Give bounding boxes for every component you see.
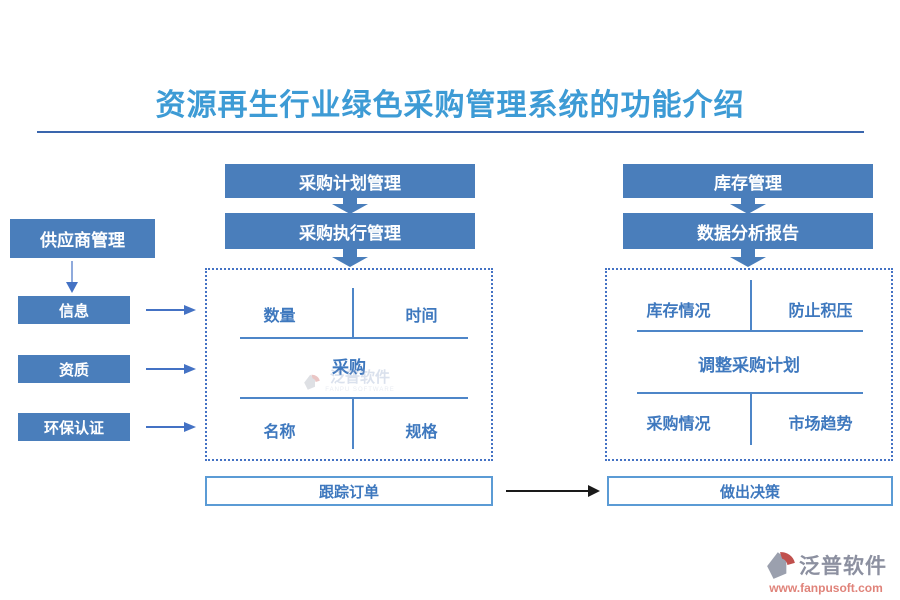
- procurement-exec-box: 采购执行管理: [225, 213, 475, 249]
- panel-divider: [637, 330, 863, 332]
- watermark-subtext: FANPU SOFTWARE: [325, 387, 395, 393]
- inventory-box: 库存管理: [623, 164, 873, 198]
- flow-arrow-icon: [506, 485, 600, 497]
- page-title: 资源再生行业绿色采购管理系统的功能介绍: [155, 89, 745, 122]
- panel-label-prevent-overstock: 防止积压: [788, 303, 853, 320]
- inventory-detail-panel: 库存情况 防止积压 调整采购计划 采购情况 市场趋势: [605, 268, 893, 461]
- brand-name: 泛普软件: [799, 555, 887, 578]
- supplier-item-qualification: 资质: [18, 355, 130, 383]
- panel-label-market-trends: 市场趋势: [788, 416, 853, 433]
- watermark-text: 泛普软件: [329, 369, 390, 386]
- panel-divider: [240, 397, 468, 399]
- panel-label-procurement: 采购: [332, 358, 366, 377]
- panel-label-name: 名称: [263, 424, 296, 441]
- right-arrow-icon: [146, 364, 196, 374]
- procurement-detail-panel: 数量 时间 采购 泛普软件 FANPU SOFTWARE 名称 规格: [205, 268, 493, 461]
- panel-divider: [352, 288, 354, 337]
- thick-down-arrow-icon: [332, 197, 368, 214]
- panel-label-procurement-status: 采购情况: [646, 416, 711, 433]
- track-orders-box: 跟踪订单: [205, 476, 493, 506]
- make-decision-box: 做出决策: [607, 476, 893, 506]
- supplier-header-box: 供应商管理: [10, 219, 155, 258]
- procurement-plan-box: 采购计划管理: [225, 164, 475, 198]
- right-arrow-icon: [146, 305, 196, 315]
- title-underline: [37, 131, 864, 133]
- thick-down-arrow-icon: [730, 249, 766, 267]
- panel-divider: [352, 397, 354, 449]
- brand-logo: 泛普软件 www.fanpusoft.com: [756, 549, 896, 595]
- down-arrow-icon: [66, 261, 78, 293]
- data-analysis-report-box: 数据分析报告: [623, 213, 873, 249]
- panel-divider: [750, 280, 752, 330]
- right-arrow-icon: [146, 422, 196, 432]
- watermark: 泛普软件 FANPU SOFTWARE: [207, 370, 491, 393]
- panel-label-time: 时间: [405, 308, 438, 325]
- panel-label-quantity: 数量: [263, 308, 296, 325]
- panel-label-adjust-plan: 调整采购计划: [698, 356, 800, 375]
- brand-url: www.fanpusoft.com: [769, 581, 883, 595]
- panel-label-stock-status: 库存情况: [646, 303, 711, 320]
- panel-divider: [240, 337, 468, 339]
- panel-divider: [750, 392, 752, 445]
- thick-down-arrow-icon: [730, 197, 766, 214]
- fanpu-logo-icon: [767, 552, 795, 579]
- supplier-item-eco-cert: 环保认证: [18, 413, 130, 441]
- panel-label-spec: 规格: [405, 424, 438, 441]
- fanpu-logo-icon: [304, 374, 321, 390]
- supplier-item-info: 信息: [18, 296, 130, 324]
- thick-down-arrow-icon: [332, 249, 368, 267]
